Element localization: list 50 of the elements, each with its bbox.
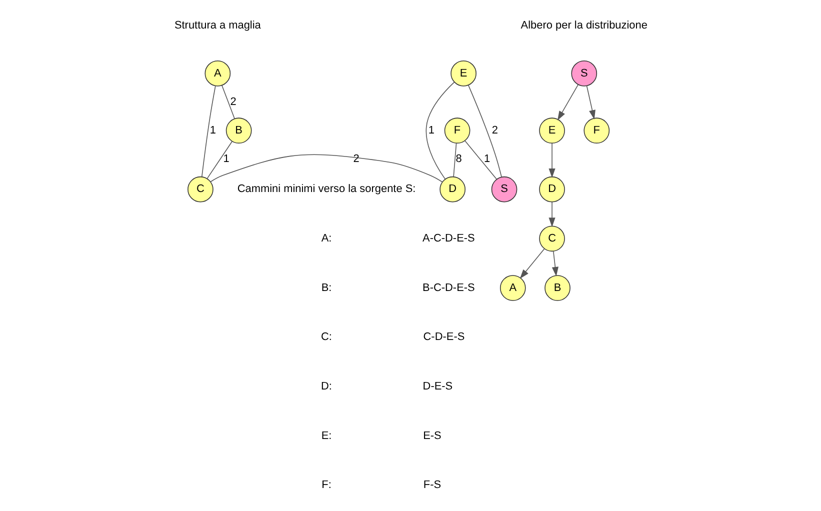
- connector: [453, 142, 457, 178]
- edge-label: 2: [230, 96, 236, 108]
- label: E:: [321, 430, 332, 442]
- connector: [464, 140, 498, 180]
- connector: [210, 154, 443, 182]
- label: D-E-S: [422, 380, 453, 393]
- connector: [222, 85, 235, 119]
- node-circle: C: [188, 176, 214, 202]
- node-circle: A: [204, 60, 231, 86]
- edge-label: 1: [484, 153, 490, 166]
- label: B-C-D-E-S: [422, 282, 475, 294]
- node-circle: A: [500, 275, 526, 301]
- node-circle: D: [440, 176, 466, 202]
- label: C:: [321, 331, 332, 344]
- label: F:: [322, 479, 332, 492]
- node-circle: E: [539, 118, 565, 144]
- arrow: [557, 84, 578, 120]
- edge-label: 1: [210, 124, 216, 137]
- label: E-S: [423, 430, 442, 442]
- label: Struttura a maglia: [174, 20, 261, 32]
- label: B:: [321, 282, 332, 294]
- edge-label: 2: [492, 124, 498, 137]
- arrow: [548, 202, 556, 228]
- label: C-D-E-S: [423, 331, 465, 344]
- label: F-S: [423, 479, 442, 492]
- connector: [468, 84, 502, 178]
- arrow: [520, 248, 545, 279]
- node-circle: S: [491, 176, 518, 202]
- connector: [201, 86, 216, 178]
- connector: [426, 82, 455, 180]
- label: Albero per la distribuzione: [520, 20, 648, 32]
- node-circle: D: [539, 176, 565, 202]
- node-circle: B: [226, 118, 252, 144]
- node-circle: F: [584, 118, 610, 144]
- arrow: [548, 142, 556, 178]
- node-circle: B: [544, 275, 570, 301]
- edge-label: 1: [223, 153, 230, 166]
- label: A-C-D-E-S: [422, 232, 475, 245]
- connector: [206, 140, 233, 179]
- node-circle: S: [571, 60, 598, 86]
- edge-label: 1: [428, 124, 434, 137]
- arrow: [586, 85, 596, 120]
- node-circle: F: [444, 118, 470, 144]
- label: Cammini minimi verso la sorgente S:: [237, 183, 416, 196]
- node-circle: C: [539, 226, 565, 252]
- node-circle: E: [450, 60, 476, 86]
- edge-label: 8: [456, 153, 462, 166]
- arrow: [552, 250, 558, 276]
- label: D:: [321, 380, 332, 393]
- label: A:: [321, 232, 332, 245]
